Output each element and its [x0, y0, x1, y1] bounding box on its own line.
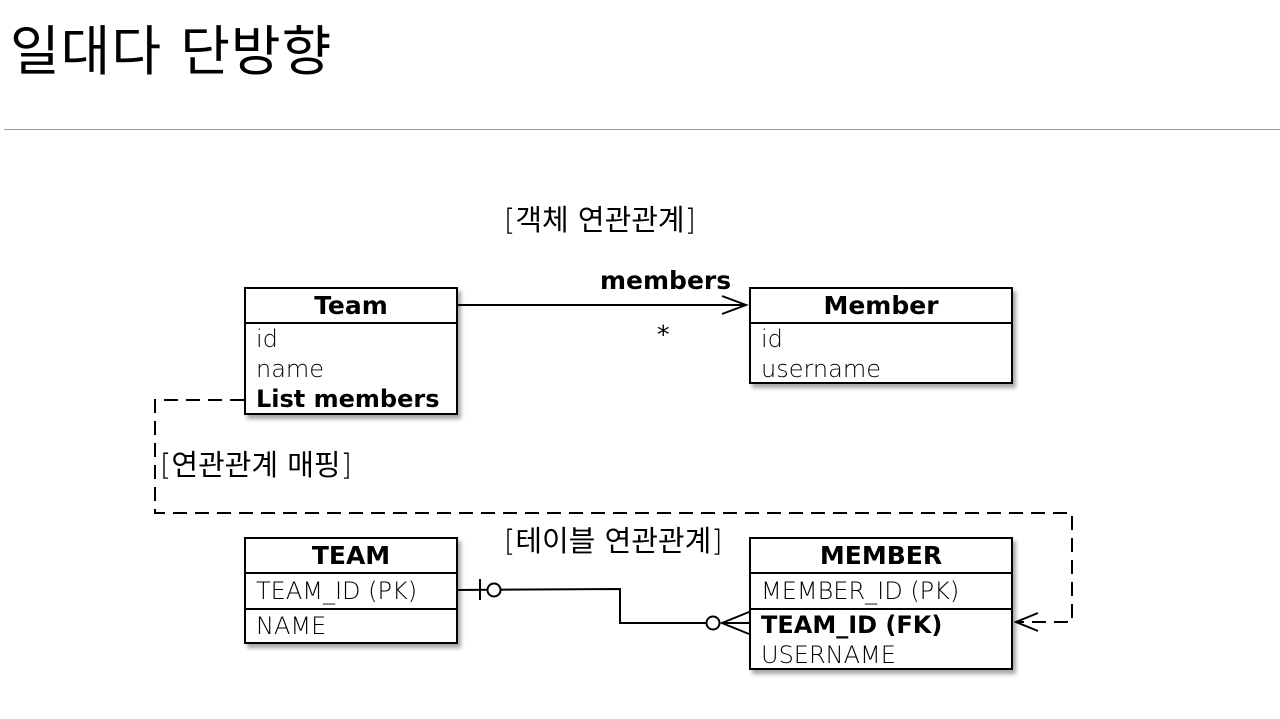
caption-relation-mapping: [연관관계 매핑] — [160, 448, 352, 482]
object-team-attr-name: name — [256, 355, 325, 383]
mapping-dashed-line — [154, 399, 1073, 623]
page-title: 일대다 단방향 — [10, 20, 333, 83]
table-team-col-name: NAME — [256, 612, 327, 640]
table-team-divider: NAME — [246, 608, 456, 643]
title-divider — [4, 129, 1280, 130]
table-member-divider: TEAM_ID (FK) USERNAME — [751, 608, 1011, 670]
object-team-box: Team id name List members — [244, 287, 458, 415]
table-team-box: TEAM TEAM_ID (PK) NAME — [244, 537, 458, 644]
table-team-columns: TEAM_ID (PK) — [246, 574, 456, 608]
object-member-attributes: id username — [751, 324, 1011, 384]
object-member-attr-id: id — [761, 325, 783, 353]
object-team-attr-id: id — [256, 325, 278, 353]
table-team-name: TEAM — [246, 539, 456, 574]
association-role-label: members — [600, 266, 732, 295]
object-member-attr-username: username — [761, 355, 881, 383]
object-team-name: Team — [246, 289, 456, 324]
mapping-arrowhead — [1013, 612, 1039, 632]
table-team-col-team-id: TEAM_ID (PK) — [256, 577, 418, 605]
fk-relation-line — [456, 587, 706, 624]
team-zero-circle — [486, 582, 502, 598]
caption-object-relation: [객체 연관관계] — [504, 203, 696, 237]
object-member-name: Member — [751, 289, 1011, 324]
object-team-attr-members: List members — [256, 385, 440, 413]
table-member-pk-columns: MEMBER_ID (PK) — [751, 574, 1011, 608]
table-member-box: MEMBER MEMBER_ID (PK) TEAM_ID (FK) USERN… — [749, 537, 1013, 670]
caption-table-relation: [테이블 연관관계] — [504, 524, 723, 558]
association-arrowhead — [721, 295, 749, 315]
member-zero-circle — [705, 615, 721, 631]
table-member-col-username: USERNAME — [761, 641, 896, 669]
table-member-col-team-id-fk: TEAM_ID (FK) — [761, 611, 943, 639]
table-member-name: MEMBER — [751, 539, 1011, 574]
object-team-attributes: id name List members — [246, 324, 456, 414]
association-multiplicity-label: * — [657, 320, 670, 349]
object-member-box: Member id username — [749, 287, 1013, 384]
table-member-col-member-id: MEMBER_ID (PK) — [761, 577, 960, 605]
